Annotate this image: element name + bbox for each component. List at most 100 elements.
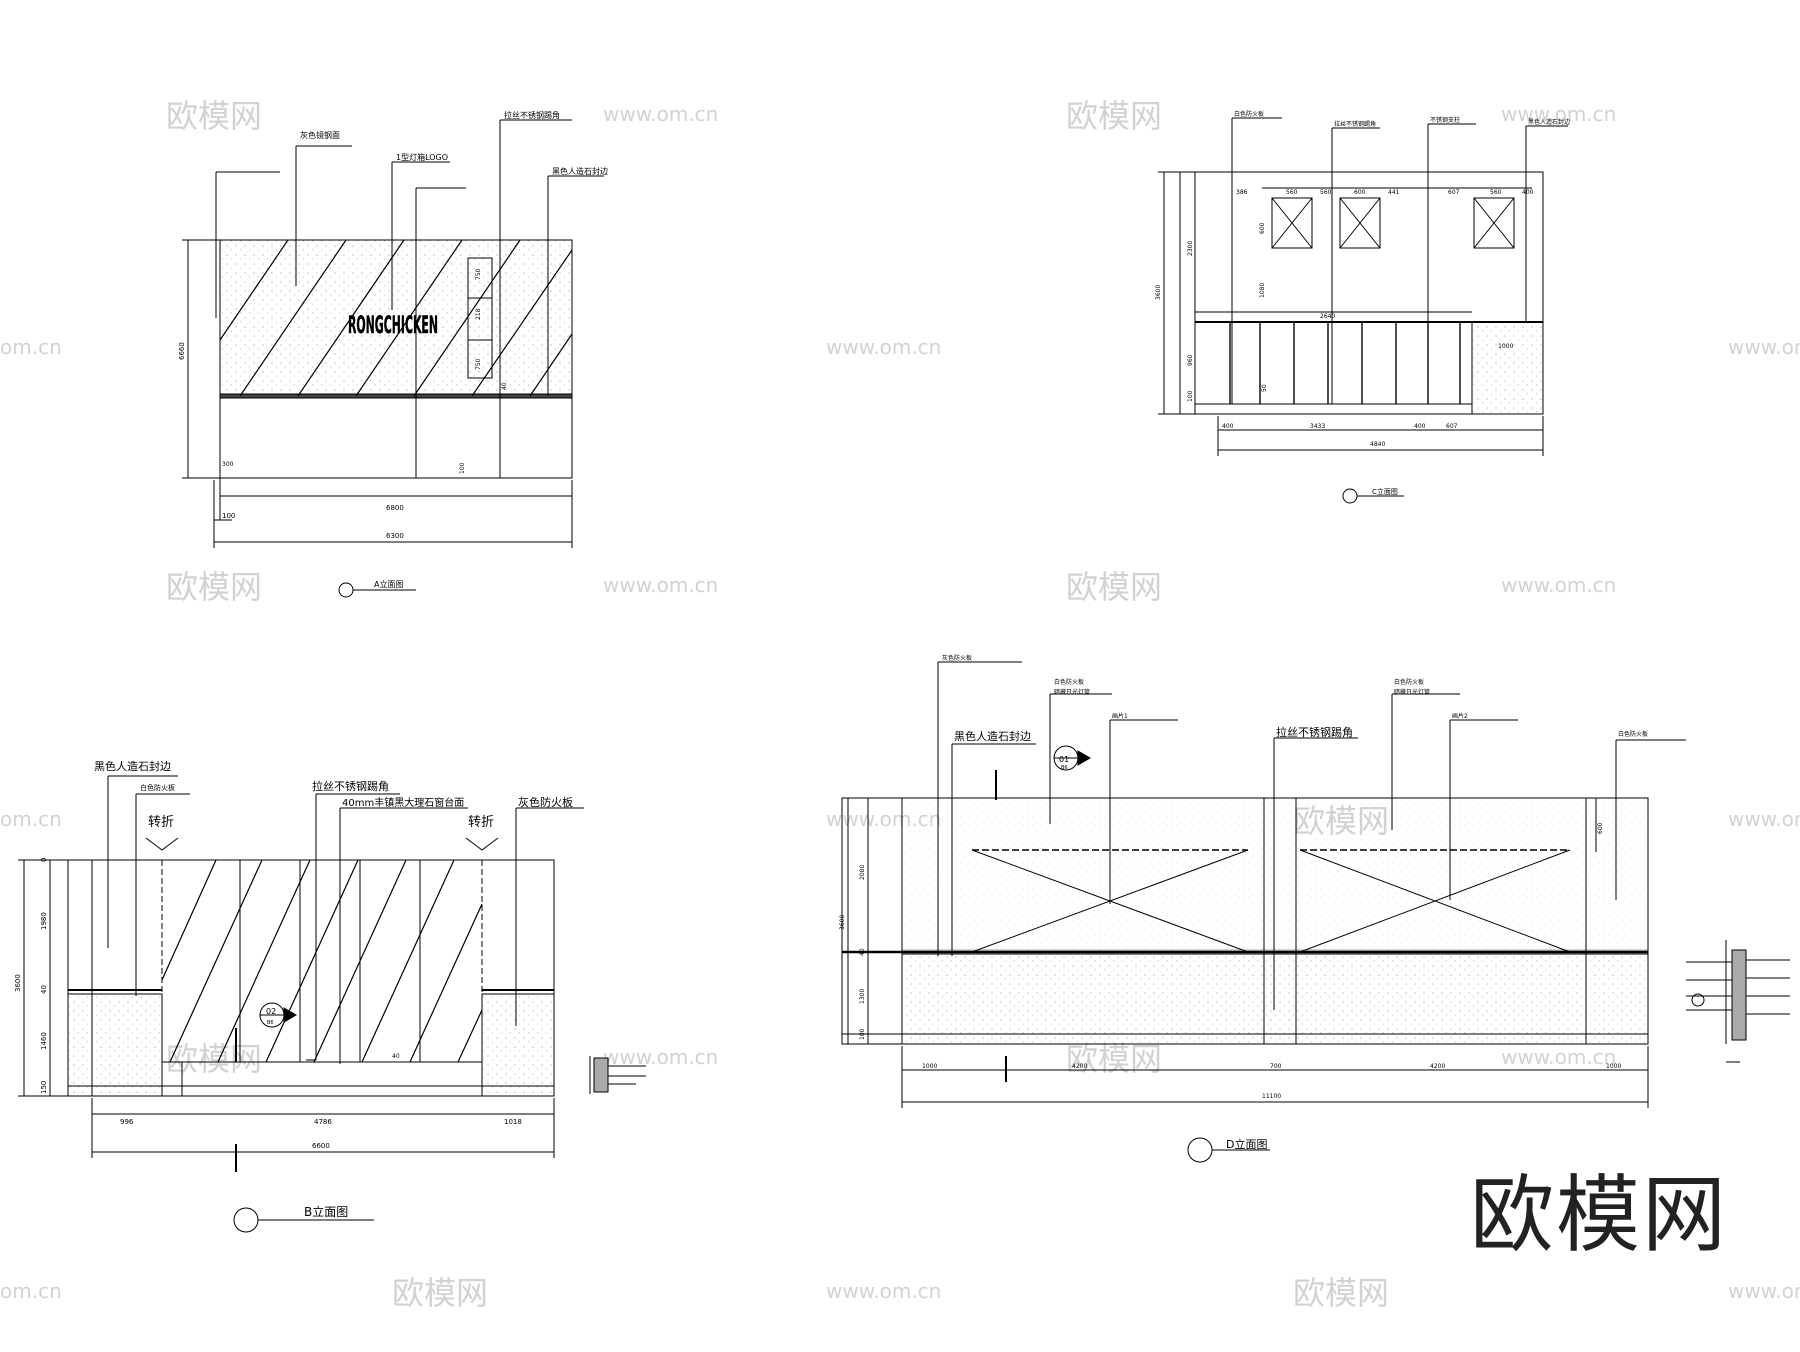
- section-marker-bottom: B6: [1061, 765, 1068, 771]
- lightbox-frame: [467, 257, 493, 379]
- callout-d-whiteboard: 白色防火板: [1054, 678, 1084, 686]
- drawing-title-b: B立面图: [304, 1204, 348, 1219]
- dim-b-total: 6600: [312, 1142, 330, 1150]
- dim-c-w3: 400: [1414, 423, 1426, 430]
- window-mid: [1339, 197, 1381, 249]
- callout-b-steel: 拉丝不锈钢踢角: [312, 779, 389, 793]
- watermark-cn: 欧模网: [166, 97, 262, 135]
- dim-d-h3: 1300: [859, 989, 866, 1004]
- brand-logo: 欧模网: [1470, 1166, 1729, 1264]
- section-marker-bottom: B6: [267, 1020, 274, 1026]
- dim-d-w5: 1000: [1606, 1063, 1621, 1070]
- dim-c-win2: 560: [1286, 189, 1298, 196]
- watermark-cn: 欧模网: [1066, 97, 1162, 135]
- callout-d-whiteboard-3: 白色防火板: [1618, 730, 1648, 738]
- dim-d-height: 3600: [839, 915, 846, 930]
- callout-c-steel: 拉丝不锈钢踢角: [1334, 120, 1376, 128]
- watermark-cn: 欧模网: [166, 1040, 262, 1078]
- drawing-title-d: D立面图: [1226, 1137, 1267, 1151]
- counter-posts: [1229, 322, 1461, 404]
- dim-c-total: 4840: [1370, 441, 1385, 448]
- dim-b-right: 1018: [504, 1118, 522, 1126]
- dim-b-left: 996: [120, 1118, 134, 1126]
- elevation-a: [182, 119, 604, 598]
- art-panel-2: [1299, 849, 1571, 953]
- watermark-url: om.cn: [0, 807, 62, 831]
- drawing-title-a: A立面图: [374, 579, 403, 589]
- callout-d-whiteboard-2: 白色防火板: [1394, 678, 1424, 686]
- dim-c-height: 3600: [1155, 285, 1162, 300]
- watermark-url: www.om.cn: [603, 573, 718, 597]
- callout-b-turn-left: 转折: [148, 815, 174, 830]
- dim-kick: 100: [459, 462, 466, 474]
- section-detail-d: [1686, 940, 1790, 1063]
- watermark-url: www.om.cn: [603, 1045, 718, 1069]
- elevation-a-text: RONGCHICKEN 灰色镜钢面 1型灯箱LOGO 拉丝不锈钢踢角 黑色人造石…: [178, 110, 608, 589]
- watermark-cn: 欧模网: [1293, 1274, 1389, 1312]
- lower-fireboard: [901, 953, 1649, 1045]
- callout-b-turn-right: 转折: [468, 815, 494, 830]
- callout-edge: 黑色人造石封边: [552, 166, 608, 176]
- left-fireboard: [67, 993, 163, 1097]
- right-fireboard: [481, 993, 555, 1097]
- watermark-url: www.om.cn: [826, 1279, 941, 1303]
- dim-d-w1: 1000: [922, 1063, 937, 1070]
- dim-d-h2: 40: [859, 948, 866, 956]
- section-marker-top: 02: [266, 1007, 276, 1016]
- dim-c-win5: 441: [1388, 189, 1400, 196]
- dim-b-h2: 40: [40, 985, 48, 994]
- window-right: [1473, 197, 1515, 249]
- dim-40: 40: [501, 382, 508, 390]
- dim-c-side: 1000: [1498, 343, 1513, 350]
- callout-b-marble: 40mm丰镇黑大理石窗台面: [342, 796, 464, 809]
- dim-total: 6300: [386, 532, 404, 540]
- lightbox-logo: RONGCHICKEN: [348, 311, 438, 339]
- dim-c-win8: 400: [1522, 189, 1534, 196]
- dim-b-top: 0: [40, 858, 48, 862]
- dim-d-h4: 100: [859, 1028, 866, 1040]
- dim-b-40: 40: [392, 1053, 400, 1060]
- watermark-url: om.cn: [0, 335, 62, 359]
- watermark-cn: 欧模网: [1066, 1040, 1162, 1078]
- dim-d-h1: 2080: [859, 865, 866, 880]
- dim-c-d50: 50: [1261, 384, 1268, 392]
- wall-outline: [67, 859, 555, 1097]
- elevation-c: [1158, 117, 1568, 504]
- diagonal-hatch-b: [161, 859, 483, 1063]
- callout-d-greyboard: 灰色防火板: [942, 654, 972, 662]
- drawing-title-bubble: [338, 582, 354, 598]
- watermark-url: www.om.cn: [1728, 807, 1800, 831]
- dim-c-win6: 607: [1448, 189, 1460, 196]
- callout-c-edge: 黑色人造石封边: [1528, 118, 1570, 126]
- dim-c-win4: 600: [1354, 189, 1366, 196]
- callout-b-greyboard: 灰色防火板: [518, 795, 573, 809]
- drawing-title-bubble: [1187, 1137, 1213, 1163]
- dim-seg2: 218: [475, 308, 482, 320]
- dim-b-height: 3600: [14, 974, 22, 992]
- dim-seg1: 750: [475, 268, 482, 280]
- dim-d-r1: 600: [1597, 822, 1604, 834]
- panel-dividers: [239, 860, 421, 1062]
- window-left: [1271, 197, 1313, 249]
- dim-c-win7: 560: [1490, 189, 1502, 196]
- dim-c-w1: 400: [1222, 423, 1234, 430]
- drawing-title-bubble: [1342, 488, 1358, 504]
- dim-c-h3: 960: [1187, 354, 1194, 366]
- dim-c-win3: 560: [1320, 189, 1332, 196]
- callout-d-steel: 拉丝不锈钢踢角: [1276, 725, 1353, 739]
- side-counter-base: [1471, 321, 1544, 415]
- dim-d-total: 11100: [1262, 1093, 1281, 1100]
- dim-c-h1: 2300: [1187, 241, 1194, 256]
- section-marker-top: 01: [1059, 755, 1069, 764]
- dim-b-h3: 1460: [40, 1032, 48, 1050]
- callout-b-edge: 黑色人造石封边: [94, 759, 171, 773]
- watermark-url: www.om.cn: [1501, 102, 1616, 126]
- callout-c-post: 不锈钢支柱: [1430, 116, 1460, 124]
- drawing-title-c: C立面图: [1372, 487, 1398, 496]
- dim-c-w4: 607: [1446, 423, 1458, 430]
- dim-d-w2: 4200: [1072, 1063, 1087, 1070]
- elevation-b: [18, 775, 646, 1233]
- drawing-title-bubble: [233, 1207, 259, 1233]
